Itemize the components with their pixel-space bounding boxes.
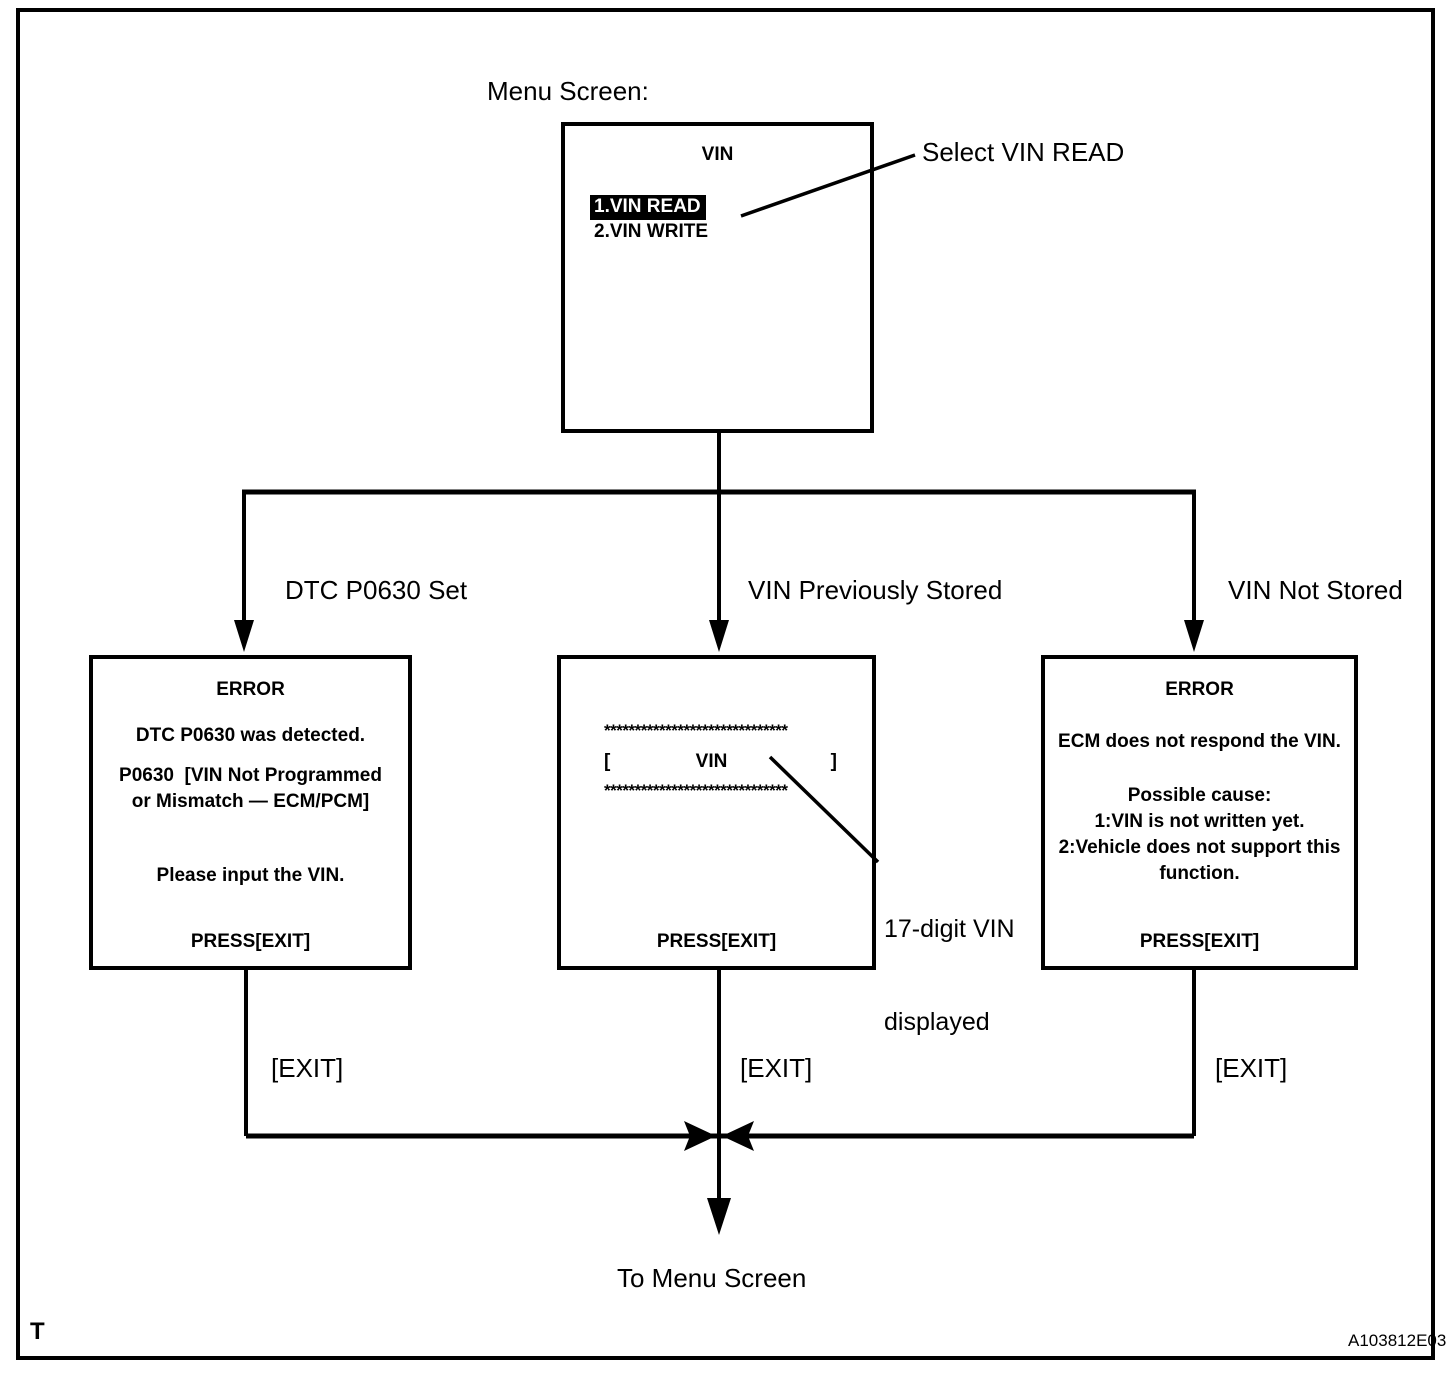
error-noresp-line-4: 2:Vehicle does not support this — [1058, 837, 1341, 858]
screen-error-dtc-box: ERROR DTC P0630 was detected. P0630 [VIN… — [89, 655, 412, 970]
branch-label-vin-not-stored: VIN Not Stored — [1228, 575, 1403, 605]
to-menu-screen-label: To Menu Screen — [617, 1263, 807, 1293]
callout-17-digit-vin: 17-digit VIN displayed — [884, 852, 1015, 1100]
vin-stored-footer: PRESS[EXIT] — [656, 931, 777, 952]
menu-item-vin-read-label: 1.VIN READ — [590, 195, 706, 220]
vin-stored-stars-bottom: ****************************** — [604, 781, 788, 800]
callout-select-vin-read: Select VIN READ — [922, 137, 1125, 167]
menu-item-vin-write[interactable]: 2.VIN WRITE — [590, 221, 708, 243]
menu-item-vin-read[interactable]: 1.VIN READ — [590, 195, 708, 220]
callout-17-digit-vin-line-2: displayed — [884, 1008, 990, 1036]
error-dtc-line-2: P0630 [VIN Not Programmed — [119, 765, 382, 786]
screen-error-no-response-box: ERROR ECM does not respond the VIN. Poss… — [1041, 655, 1358, 970]
error-noresp-title: ERROR — [1165, 679, 1234, 700]
menu-screen-title: VIN — [701, 144, 734, 165]
vin-stored-stars-top: ****************************** — [604, 721, 788, 740]
error-dtc-title: ERROR — [216, 679, 285, 700]
exit-label-left: [EXIT] — [271, 1053, 344, 1083]
error-noresp-line-1: ECM does not respond the VIN. — [1058, 731, 1341, 752]
figure-border — [16, 8, 1435, 1360]
menu-item-vin-write-label: 2.VIN WRITE — [594, 221, 709, 242]
vin-stored-vin-text: VIN — [695, 751, 728, 772]
error-dtc-line-4: Please input the VIN. — [156, 865, 345, 886]
error-dtc-line-1: DTC P0630 was detected. — [135, 725, 366, 746]
branch-label-dtc-p0630-set: DTC P0630 Set — [285, 575, 468, 605]
error-noresp-footer: PRESS[EXIT] — [1139, 931, 1260, 952]
exit-label-middle: [EXIT] — [740, 1053, 813, 1083]
exit-label-right: [EXIT] — [1215, 1053, 1288, 1083]
error-dtc-footer: PRESS[EXIT] — [190, 931, 311, 952]
screen-vin-stored-box: ****************************** [ VIN ] *… — [557, 655, 876, 970]
figure-id: A103812E03 — [1348, 1331, 1447, 1350]
error-noresp-line-2: Possible cause: — [1127, 785, 1272, 806]
error-noresp-line-3: 1:VIN is not written yet. — [1094, 811, 1305, 832]
error-dtc-line-3: or Mismatch — ECM/PCM] — [131, 791, 370, 812]
callout-17-digit-vin-line-1: 17-digit VIN — [884, 915, 1015, 943]
branch-label-vin-previously-stored: VIN Previously Stored — [748, 575, 1003, 605]
menu-screen-box: VIN 1.VIN READ 2.VIN WRITE — [561, 122, 874, 433]
vin-stored-bracket-close: ] — [830, 751, 837, 772]
vin-stored-bracket-open: [ — [604, 751, 611, 772]
sheet-corner-mark: T — [30, 1318, 45, 1345]
vin-stored-vin-row: [ VIN ] — [604, 751, 837, 773]
menu-screen-caption: Menu Screen: — [487, 76, 649, 106]
error-noresp-line-5: function. — [1159, 863, 1240, 884]
